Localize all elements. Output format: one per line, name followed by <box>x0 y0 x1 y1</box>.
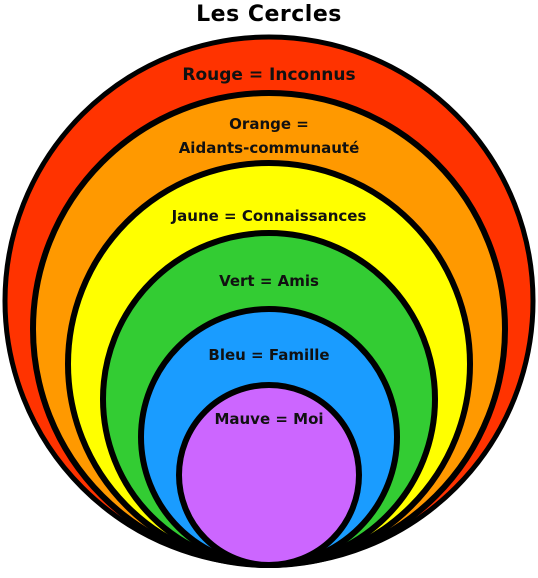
label-vert: Vert = Amis <box>219 272 319 290</box>
diagram-title: Les Cercles <box>196 2 342 27</box>
label-rouge: Rouge = Inconnus <box>182 65 355 85</box>
label-mauve: Mauve = Moi <box>214 410 323 428</box>
circle-mauve <box>176 382 362 568</box>
label-bleu: Bleu = Famille <box>208 346 329 364</box>
label-orange-line-2: Aidants-communauté <box>179 139 360 157</box>
label-jaune: Jaune = Connaissances <box>171 207 367 225</box>
label-orange-line-1: Orange = <box>229 115 309 133</box>
